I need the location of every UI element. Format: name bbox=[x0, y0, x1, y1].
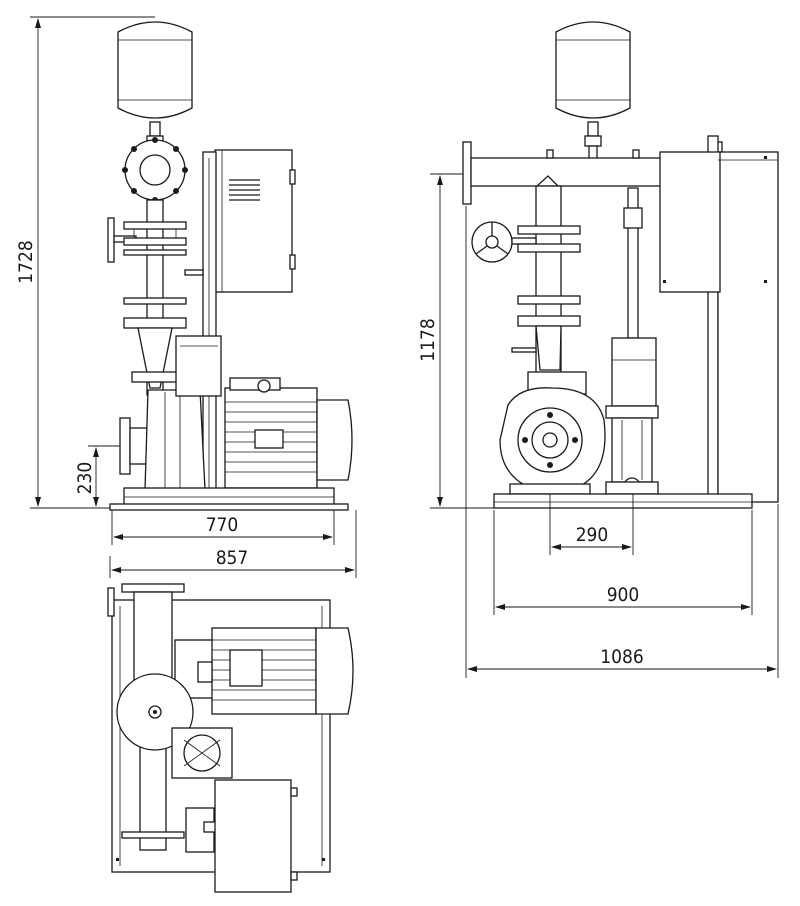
dim-base-width: 900 bbox=[607, 584, 640, 606]
dim-overall-depth: 857 bbox=[216, 547, 249, 569]
motor-top bbox=[174, 627, 354, 715]
pump-casing bbox=[119, 335, 222, 491]
front-view bbox=[462, 21, 779, 509]
main-riser bbox=[471, 175, 581, 377]
expansion-tank bbox=[555, 21, 631, 161]
base-frame bbox=[493, 493, 753, 509]
main-pump bbox=[499, 371, 606, 495]
cabinet-top bbox=[185, 779, 298, 893]
pump-top bbox=[116, 673, 233, 779]
motor bbox=[224, 377, 353, 489]
jockey-pump bbox=[605, 187, 659, 495]
dim-base-depth: 770 bbox=[206, 514, 239, 536]
dim-overall-height: 1728 bbox=[15, 240, 37, 284]
control-cabinet bbox=[214, 149, 296, 293]
front-view-dimensions bbox=[430, 173, 779, 678]
top-view bbox=[107, 583, 354, 893]
header-pipe bbox=[462, 135, 779, 503]
dim-pump-height: 1178 bbox=[417, 318, 439, 362]
side-view bbox=[107, 21, 353, 511]
side-view-dimensions bbox=[30, 16, 357, 578]
dim-overall-width: 1086 bbox=[600, 646, 644, 668]
base-frame bbox=[109, 487, 349, 511]
expansion-tank bbox=[117, 21, 193, 145]
dim-inlet-height: 230 bbox=[74, 462, 96, 495]
vertical-pipe bbox=[107, 199, 187, 396]
dim-pump-spacing: 290 bbox=[576, 524, 609, 546]
support-frame bbox=[184, 151, 217, 493]
suction-flange bbox=[122, 137, 188, 203]
